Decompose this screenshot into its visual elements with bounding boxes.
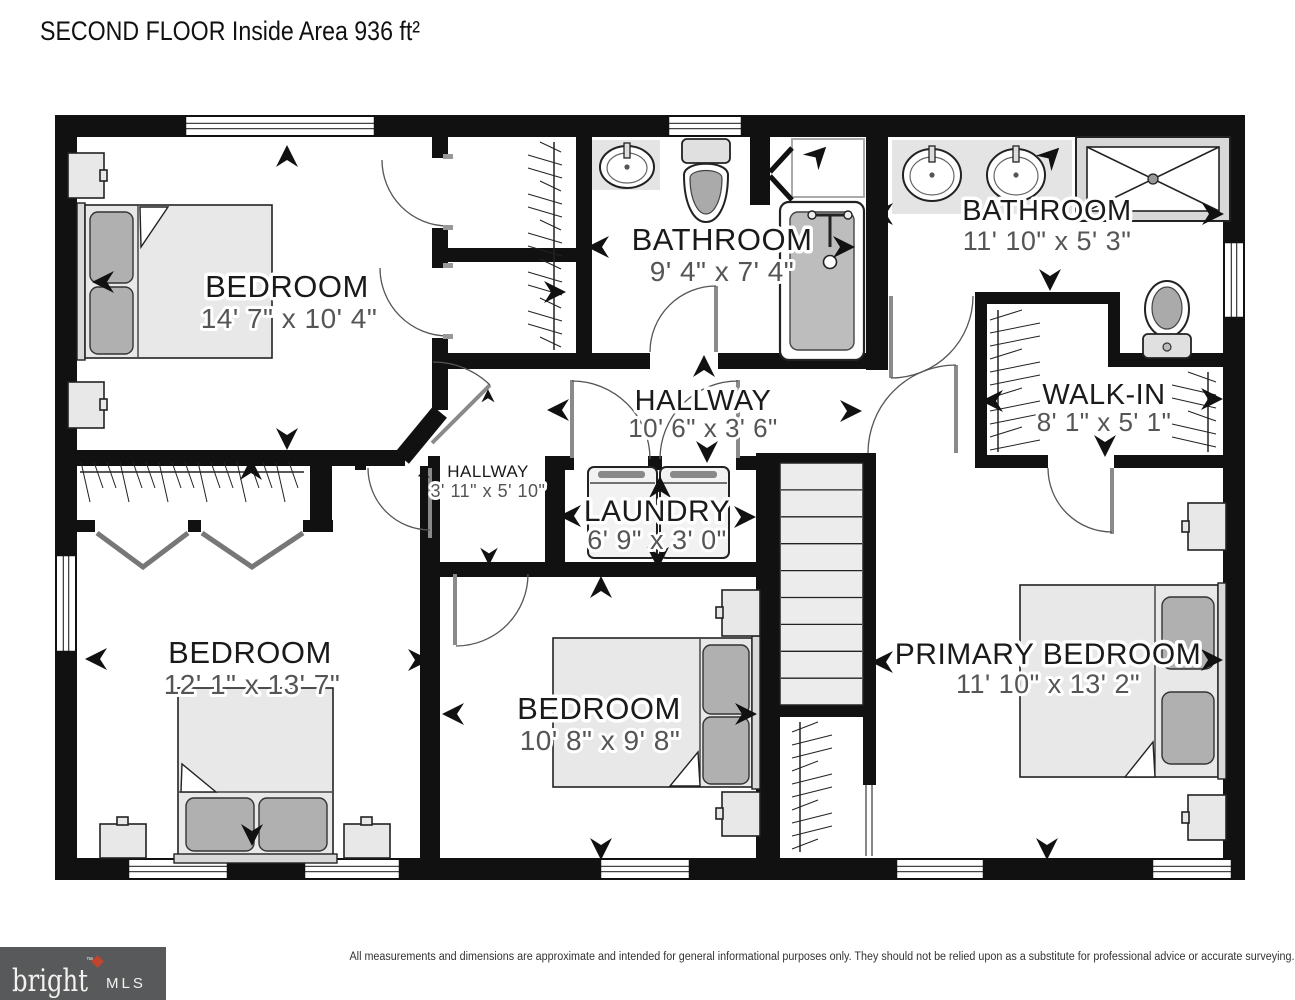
- room-dims: 14' 7" x 10' 4": [201, 303, 378, 334]
- room-dims: 6' 9" x 3' 0": [587, 525, 727, 555]
- room-label: BEDROOM: [517, 691, 681, 726]
- washer-dryer: [587, 466, 730, 559]
- toilet: [1142, 280, 1192, 359]
- windows: [55, 115, 1245, 880]
- room-dims: 11' 10" x 5' 3": [963, 226, 1132, 256]
- room-label: HALLWAY: [635, 385, 772, 417]
- linen-closet: [768, 138, 865, 202]
- bifold-doors: [95, 530, 305, 571]
- room-label: BATHROOM: [632, 222, 813, 257]
- bed-primary: [1019, 582, 1227, 780]
- room-label: HALLWAY: [447, 462, 529, 481]
- room-dims: 8' 1" x 5' 1": [1037, 407, 1172, 437]
- room-dims: 10' 8" x 9' 8": [520, 725, 681, 756]
- logo-brand-text: bright: [12, 963, 88, 999]
- room-label: BEDROOM: [205, 269, 369, 304]
- nightstand: [99, 816, 391, 859]
- room-label: BEDROOM: [168, 635, 332, 670]
- staircase: [779, 462, 864, 706]
- toilet: [681, 138, 731, 224]
- logo-tm: ™: [86, 957, 93, 964]
- nightstand: [715, 589, 761, 837]
- sink: [592, 140, 660, 190]
- room-dims: 11' 10" x 13' 2": [956, 669, 1140, 699]
- room-dims: 3' 11" x 5' 10": [431, 481, 546, 501]
- brightmls-logo: bright ™ MLS: [0, 947, 166, 1000]
- room-dims: 10' 6" x 3' 6": [628, 413, 778, 443]
- understairs-closet-door: [861, 785, 878, 856]
- room-label: BATHROOM: [962, 195, 1131, 227]
- room-labels: BEDROOM 14' 7" x 10' 4" BATHROOM 9' 4" x…: [161, 192, 1205, 760]
- room-label: LAUNDRY: [584, 495, 730, 528]
- room-dims: 12' 1" x 13' 7": [164, 669, 341, 700]
- nightstand: [67, 152, 108, 429]
- room-dims: 9' 4" x 7' 4": [650, 256, 794, 287]
- nightstand: [1181, 502, 1227, 841]
- page-title: SECOND FLOOR Inside Area 936 ft²: [40, 16, 420, 46]
- double-vanity: [892, 140, 1072, 214]
- doors: [367, 154, 1114, 647]
- room-label: WALK-IN: [1042, 379, 1165, 411]
- shower: [1075, 136, 1231, 222]
- room-label: PRIMARY BEDROOM: [895, 638, 1201, 671]
- closet-rails: [80, 141, 1217, 852]
- logo-suffix-text: MLS: [106, 975, 146, 992]
- disclaimer-text: All measurements and dimensions are appr…: [350, 951, 1295, 963]
- bed-top-left: [76, 202, 273, 361]
- bed-bottom-left: [173, 687, 338, 864]
